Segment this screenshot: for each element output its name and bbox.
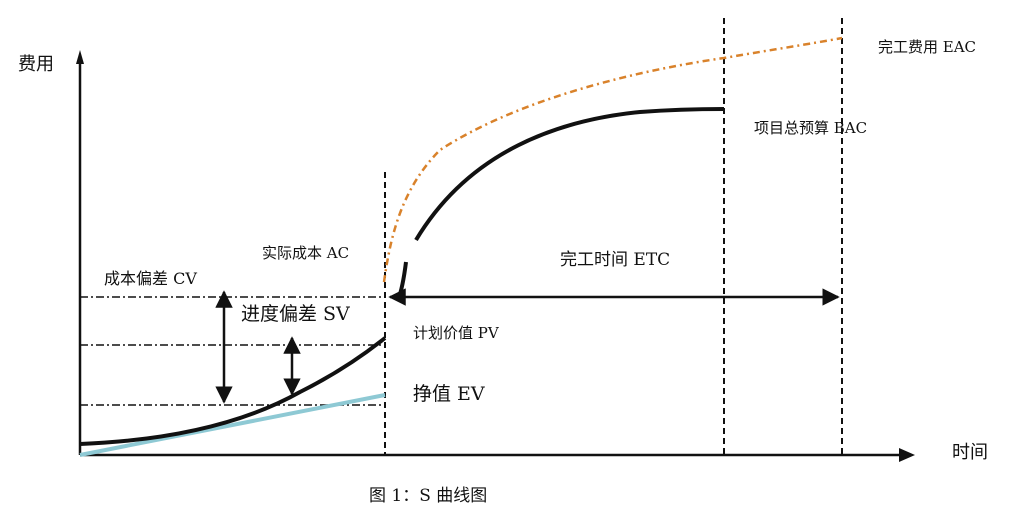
- etc-label: 完工时间 ETC: [560, 250, 670, 270]
- sv-label: 进度偏差 SV: [241, 303, 350, 325]
- pv-curve-upper: [414, 107, 725, 242]
- ac-curve: [382, 36, 843, 283]
- ev-curve: [79, 393, 386, 457]
- y-axis-arrowhead: [76, 50, 84, 64]
- x-axis-arrowhead: [899, 448, 915, 462]
- pv-curve: [79, 336, 387, 446]
- bac-label: 项目总预算 BAC: [754, 119, 867, 137]
- ac-label: 实际成本 AC: [262, 244, 349, 262]
- y-axis-label: 费用: [18, 54, 54, 75]
- eac-label: 完工费用 EAC: [878, 38, 976, 56]
- cv-label: 成本偏差 CV: [104, 269, 197, 288]
- ev-label: 挣值 EV: [413, 383, 485, 405]
- pv-label: 计划价值 PV: [413, 324, 500, 342]
- pv-curve-step: [396, 261, 408, 301]
- x-axis-label: 时间: [952, 442, 988, 463]
- figure-caption: 图 1：S 曲线图: [369, 486, 487, 506]
